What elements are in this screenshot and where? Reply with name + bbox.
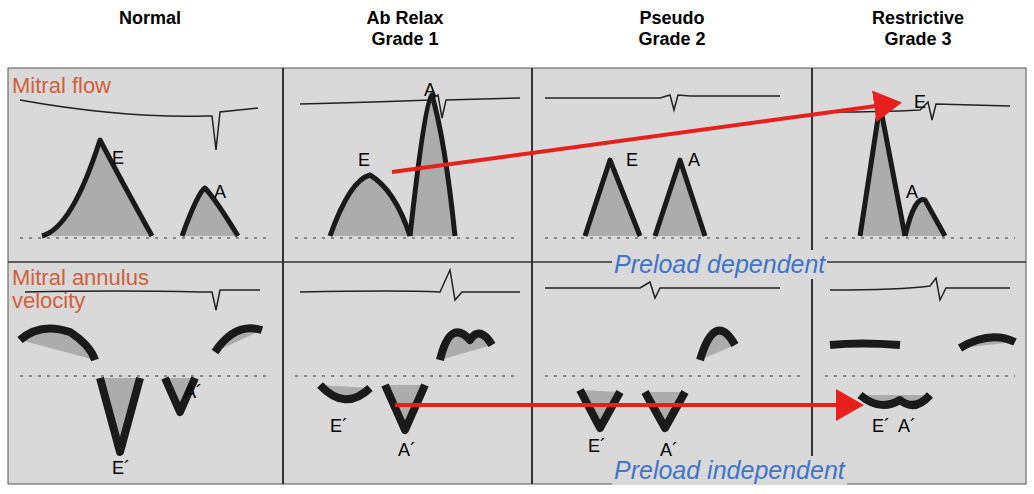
column-heading: Normal — [90, 8, 210, 29]
wave-label: E — [626, 150, 638, 171]
wave-label: E´ — [330, 416, 348, 437]
wave-label: A — [906, 182, 918, 203]
note-text: Preload dependent — [612, 250, 827, 279]
wave-label: E´ — [588, 436, 606, 457]
column-heading: Restrictive Grade 3 — [858, 8, 978, 49]
wave-label: E — [358, 150, 370, 171]
wave-label: A´ — [184, 382, 202, 403]
wave-label: E — [112, 148, 124, 169]
note-text: Preload independent — [612, 456, 847, 485]
wave-label: E — [914, 92, 926, 113]
row-heading: Mitral annulus velocity — [12, 266, 172, 312]
wave-label: E´ — [872, 416, 890, 437]
wave-label: A — [424, 80, 436, 101]
column-heading: Ab Relax Grade 1 — [355, 8, 455, 49]
wave-label: A — [688, 150, 700, 171]
column-heading: Pseudo Grade 2 — [622, 8, 722, 49]
wave-label: A´ — [398, 440, 416, 461]
row-heading: Mitral flow — [12, 74, 111, 97]
wave-label: A — [214, 182, 226, 203]
wave-label: A´ — [898, 416, 916, 437]
wave-label: E´ — [112, 458, 130, 479]
